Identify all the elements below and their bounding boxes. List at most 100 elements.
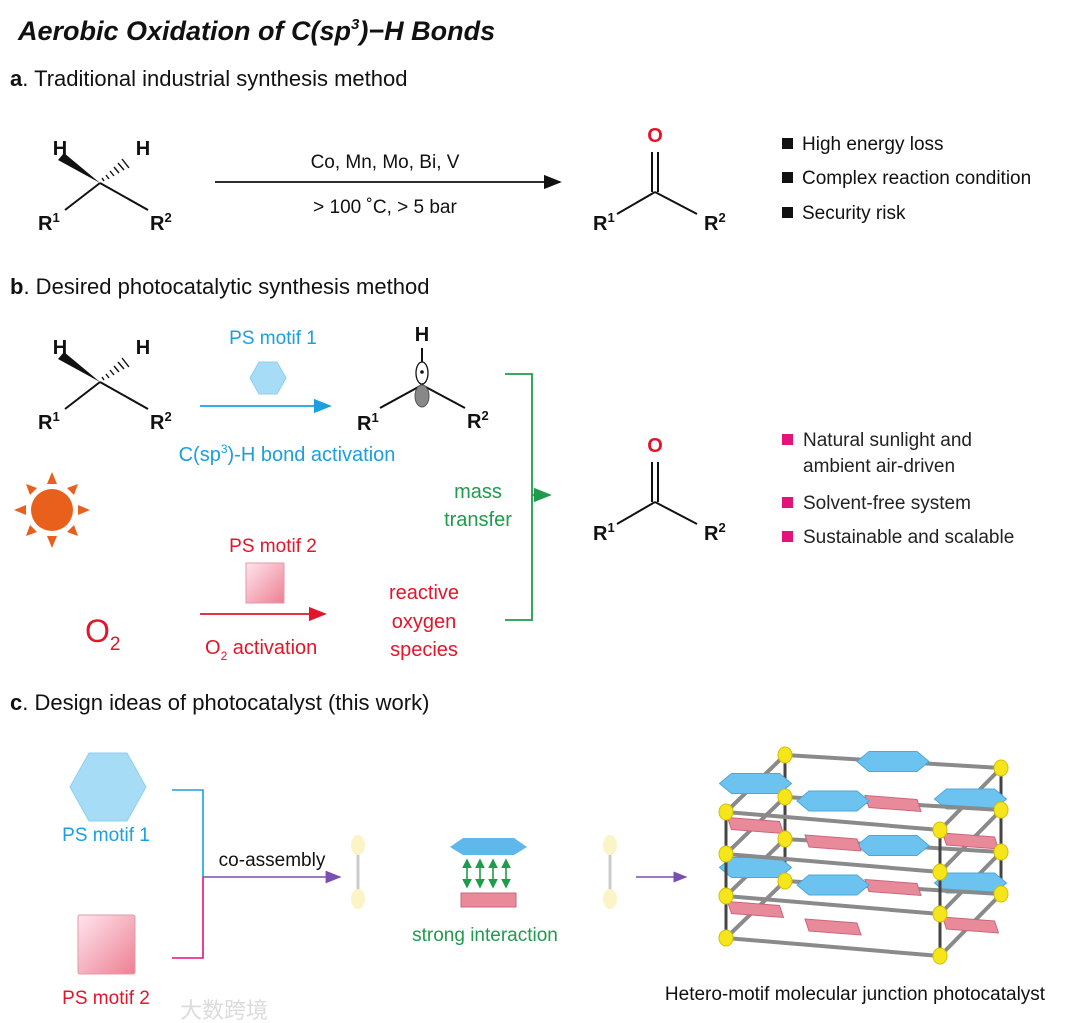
rect-motif <box>804 918 862 936</box>
ps-motif-1-hexagon-icon <box>249 361 287 395</box>
rect-motif <box>460 892 517 908</box>
bullet-square-icon <box>782 434 793 445</box>
hexagon-motif <box>450 838 527 855</box>
ps-motif-2-square-icon <box>77 914 136 975</box>
svg-text:R2: R2 <box>467 408 489 433</box>
svg-text:R2: R2 <box>150 210 172 235</box>
bullet-square-icon <box>782 138 793 149</box>
hexagon-motif <box>856 751 930 772</box>
section-c-heading: c. Design ideas of photocatalyst (this w… <box>10 690 429 715</box>
svg-text:oxygen: oxygen <box>392 611 457 633</box>
framework-caption: Hetero-motif molecular junction photocat… <box>665 984 1046 1005</box>
node-sphere <box>777 830 793 848</box>
rect-motif <box>726 900 785 919</box>
carbon-radical-molecule: H R1 R2 <box>357 324 489 435</box>
svg-text:R1: R1 <box>593 520 615 545</box>
ps-motif-2-square-icon <box>245 562 285 604</box>
rect-motif <box>804 834 862 852</box>
section-a-heading: a. Traditional industrial synthesis meth… <box>10 66 407 91</box>
sun-icon <box>14 472 90 548</box>
svg-text:Solvent-free system: Solvent-free system <box>803 493 971 514</box>
ketone-product-a: O R1 R2 <box>593 125 726 235</box>
node-sphere <box>718 929 734 947</box>
rect-motif <box>726 816 785 835</box>
rod <box>724 810 942 832</box>
ps-motif-2-label-c: PS motif 2 <box>62 988 150 1009</box>
reactant-molecule-a: H H R1 R2 <box>38 138 172 235</box>
bullet-square-icon <box>782 172 793 183</box>
rod <box>724 936 942 958</box>
svg-text:O: O <box>647 125 663 147</box>
bullet-square-icon <box>782 531 793 542</box>
figure-title: Aerobic Oxidation of C(sp3)−H Bonds <box>17 16 495 46</box>
hexagon-motif <box>796 874 870 896</box>
node-sphere <box>718 887 734 905</box>
node-sphere <box>993 759 1009 777</box>
svg-text:H: H <box>136 138 150 160</box>
node-sphere <box>932 863 948 881</box>
node-sphere <box>932 947 948 965</box>
bullet-square-icon <box>782 497 793 508</box>
rect-motif <box>864 794 922 813</box>
hexagon-motif <box>856 835 930 856</box>
co-assembly-bracket: co-assembly <box>172 789 342 959</box>
o2-label: O2 <box>85 613 120 655</box>
node-sphere <box>993 843 1009 861</box>
node-sphere <box>718 803 734 821</box>
svg-text:ambient air-driven: ambient air-driven <box>803 456 955 477</box>
svg-text:R2: R2 <box>704 210 726 235</box>
node-sphere <box>777 746 793 764</box>
ps-motif-2-label: PS motif 2 <box>229 536 317 557</box>
svg-text:Security risk: Security risk <box>802 203 906 224</box>
rect-motif <box>864 878 922 897</box>
rect-motif <box>941 832 1000 850</box>
node-sphere <box>993 885 1009 903</box>
reactant-molecule-b: H H R1 R2 <box>38 337 172 434</box>
svg-text:H: H <box>415 324 429 346</box>
strong-interaction-label: strong interaction <box>412 925 558 946</box>
node-sphere <box>777 872 793 890</box>
svg-text:transfer: transfer <box>444 509 512 531</box>
node-sphere <box>718 845 734 863</box>
ps-motif-1-label-c: PS motif 1 <box>62 825 150 846</box>
svg-text:O: O <box>647 435 663 457</box>
rect-motif <box>941 916 1000 934</box>
rod <box>724 894 942 916</box>
svg-text:H: H <box>136 337 150 359</box>
node-sphere <box>932 821 948 839</box>
ros-label: reactive oxygen species <box>389 582 459 661</box>
svg-text:Natural sunlight and: Natural sunlight and <box>803 430 972 451</box>
ps-motif-1-label: PS motif 1 <box>229 328 317 349</box>
ketone-product-b: O R1 R2 <box>593 435 726 545</box>
svg-text:H: H <box>53 138 67 160</box>
svg-text:R1: R1 <box>593 210 615 235</box>
svg-text:R2: R2 <box>150 409 172 434</box>
svg-text:Sustainable and scalable: Sustainable and scalable <box>803 527 1014 548</box>
svg-text:mass: mass <box>454 481 502 503</box>
svg-text:R1: R1 <box>38 409 60 434</box>
hexagon-motif <box>718 773 793 794</box>
rod <box>724 852 942 874</box>
section-b-heading: b. Desired photocatalytic synthesis meth… <box>10 274 429 299</box>
ch-activation-label: C(sp3)-H bond activation <box>179 442 396 466</box>
watermark-logo: 大数跨境 <box>180 998 268 1023</box>
molecular-junction-framework <box>718 746 1009 965</box>
svg-text:co-assembly: co-assembly <box>219 850 326 871</box>
catalysts-label: Co, Mn, Mo, Bi, V <box>311 152 460 173</box>
conditions-label: > 100 ˚C, > 5 bar <box>313 197 457 218</box>
svg-text:R2: R2 <box>704 520 726 545</box>
svg-text:species: species <box>390 639 458 661</box>
svg-text:High energy loss: High energy loss <box>802 134 944 155</box>
node-sphere <box>932 905 948 923</box>
svg-text:reactive: reactive <box>389 582 459 604</box>
o2-activation-label: O2 activation <box>205 637 317 663</box>
bullet-square-icon <box>782 207 793 218</box>
svg-text:H: H <box>53 337 67 359</box>
junction-unit: strong interaction <box>351 835 617 946</box>
hexagon-motif <box>796 790 870 812</box>
advantages-list: Natural sunlight and ambient air-driven … <box>782 430 1014 548</box>
svg-text:Complex reaction condition: Complex reaction condition <box>802 168 1031 189</box>
svg-text:R1: R1 <box>357 410 379 435</box>
hexagon-motif <box>933 788 1008 810</box>
